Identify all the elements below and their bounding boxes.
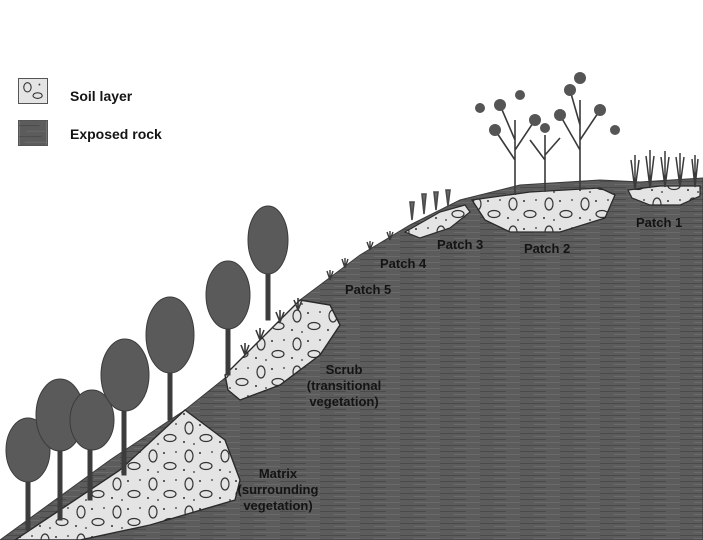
patch2-soil: [470, 187, 616, 233]
patch3-soil: [403, 204, 471, 239]
matrix-trees: [5, 205, 289, 531]
soil-layer-swatch: [18, 78, 48, 104]
tree: [247, 205, 289, 321]
matrix-soil-layer: [13, 409, 241, 540]
patch4-5-grass: [326, 231, 394, 281]
matrix-label: Matrix (surrounding vegetation): [226, 466, 330, 514]
patch2-leaves: [475, 72, 620, 136]
scrub-label-line: vegetation): [309, 394, 379, 409]
patch2-label: Patch 2: [524, 241, 571, 256]
matrix-label-line: Matrix: [258, 466, 298, 481]
legend-soil-layer-label: Soil layer: [70, 88, 133, 104]
tree: [5, 417, 51, 531]
patch1-label: Patch 1: [636, 215, 683, 230]
patch4-label: Patch 4: [380, 256, 427, 271]
tree: [205, 260, 251, 376]
exposed-rock-swatch: [18, 120, 48, 146]
legend-exposed-rock-label: Exposed rock: [70, 126, 162, 142]
patch1-grass: [630, 150, 699, 191]
patch2-shrubs: [494, 89, 601, 195]
patch3-label: Patch 3: [437, 237, 484, 252]
scrub-label-line: Scrub: [325, 362, 363, 377]
scrub-soil-layer: [224, 299, 341, 401]
matrix-label-line: vegetation): [243, 498, 313, 513]
matrix-label-line: (surrounding: [237, 482, 319, 497]
patch1-soil: [627, 185, 701, 206]
scrub-shrubs: [240, 298, 303, 356]
tree: [145, 296, 195, 421]
tree: [69, 389, 115, 501]
patch3-plants: [409, 189, 451, 221]
legend: Soil layer Exposed rock: [6, 62, 211, 158]
scrub-label-line: (transitional: [306, 378, 382, 393]
tree: [100, 338, 150, 476]
patch5-label: Patch 5: [345, 282, 392, 297]
scrub-label: Scrub (transitional vegetation): [298, 362, 390, 410]
